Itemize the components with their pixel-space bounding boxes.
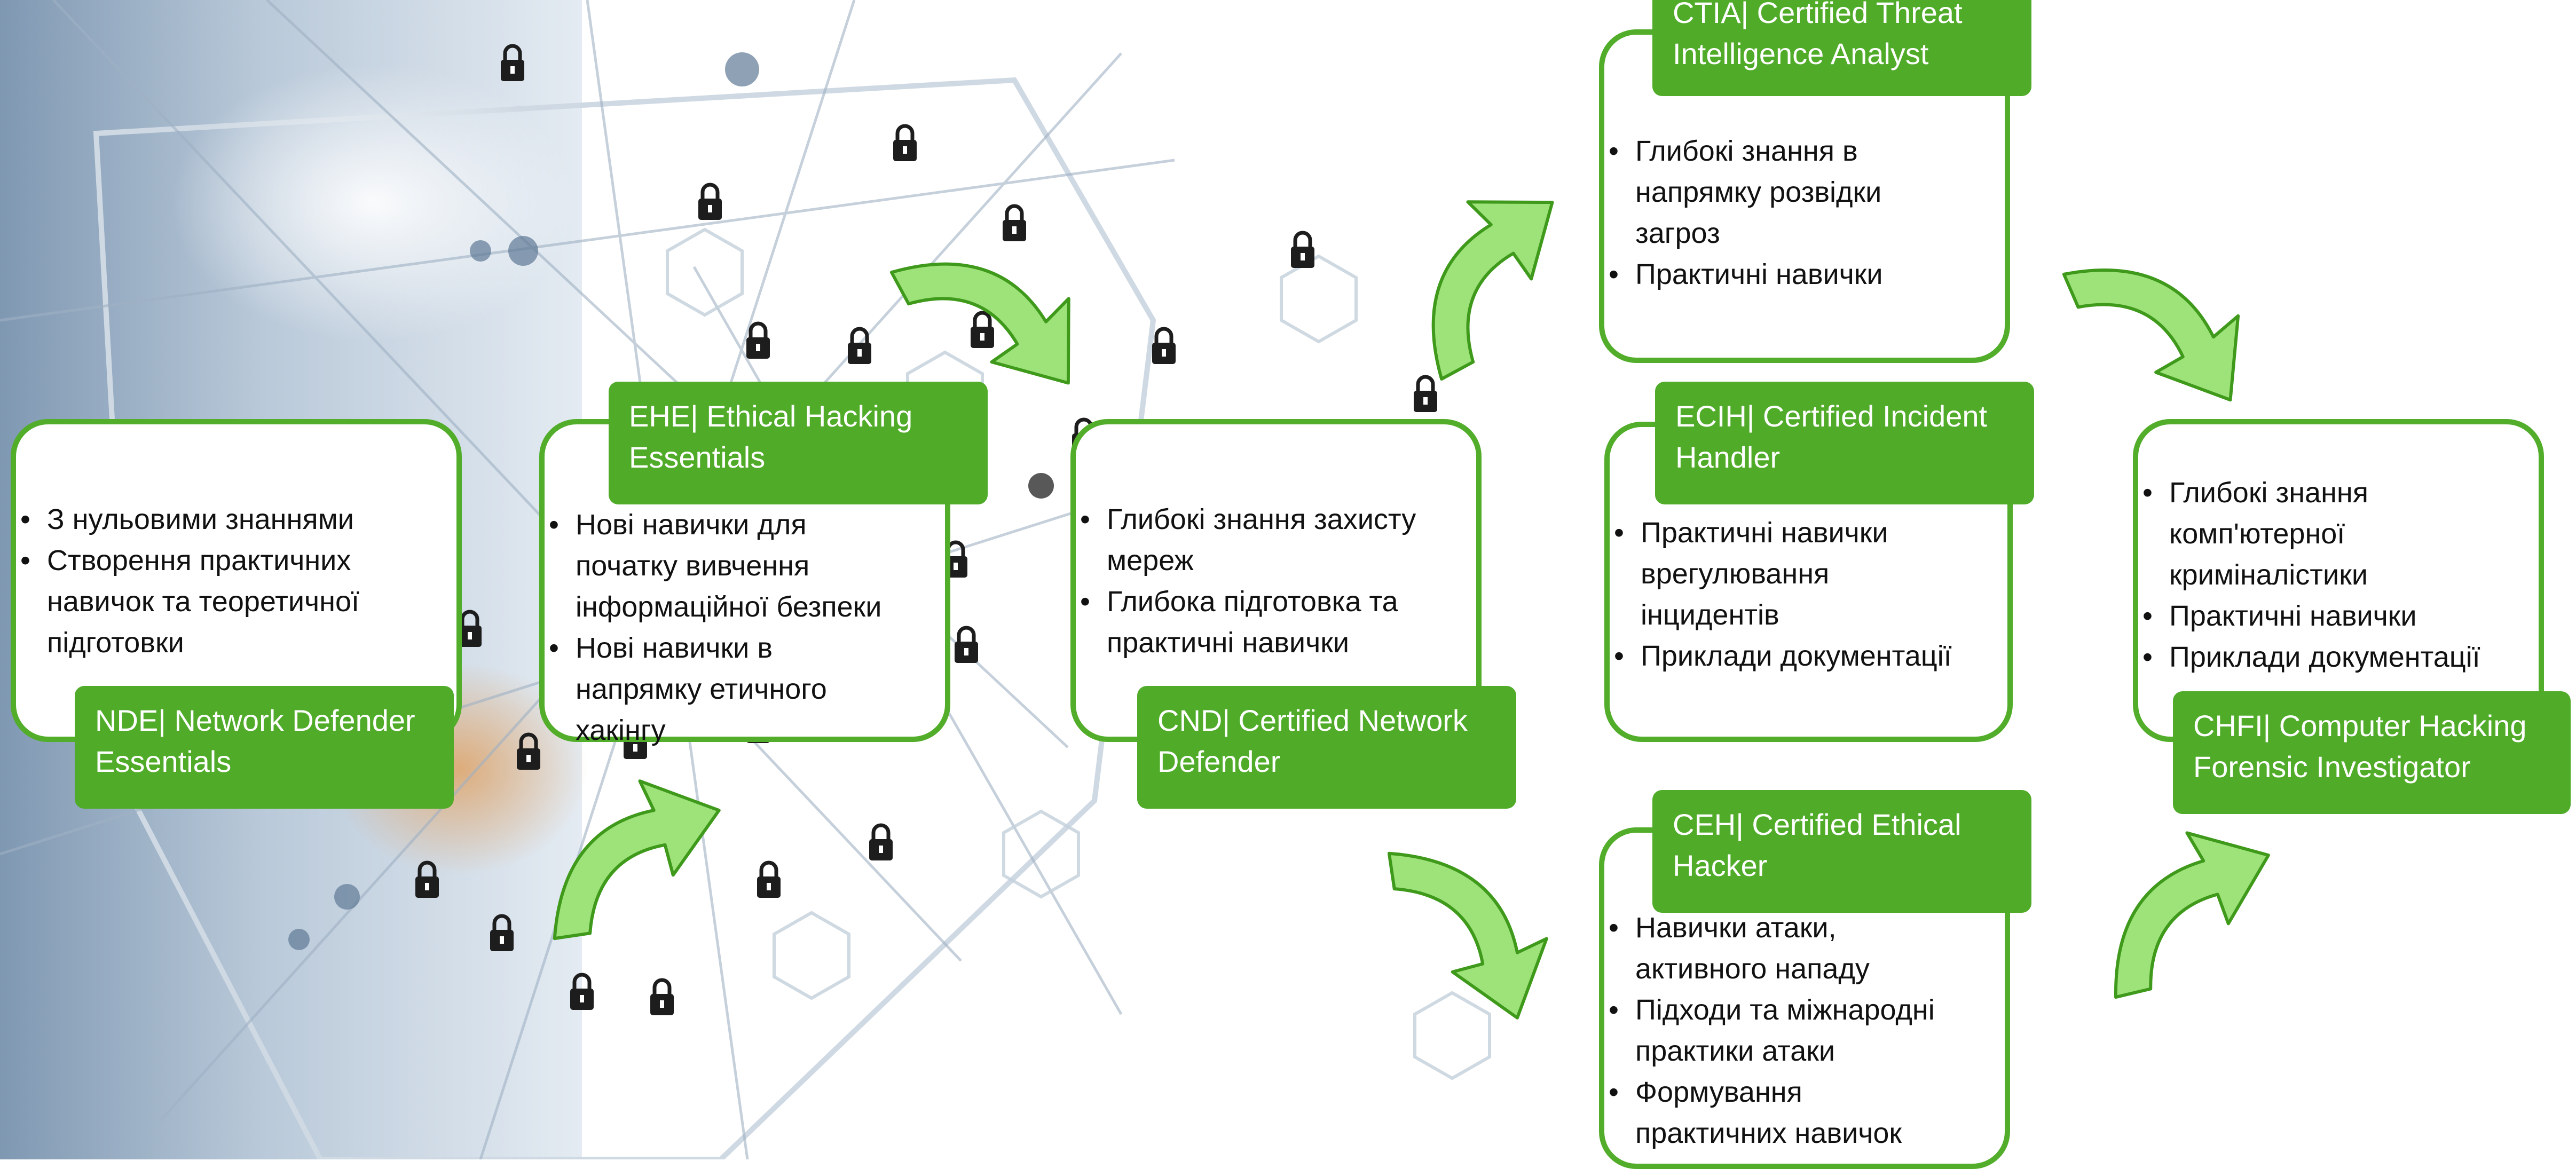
chfi-bullet: Практичні навички [2138, 596, 2544, 637]
lock-icon [757, 860, 781, 898]
ehe-bullet-continued: хакінгу [576, 714, 666, 746]
ecih-title-line: Handler [1675, 440, 1781, 474]
shield-outline [93, 77, 1156, 1159]
ceh-title-label: CEH| Certified Ethical Hacker [1652, 790, 2031, 913]
lock-icon [698, 183, 722, 220]
cnd-bullet-continued: мереж [1107, 544, 1194, 576]
lock-icon [650, 978, 674, 1015]
ceh-bullet-continued: практики атаки [1635, 1035, 1836, 1067]
ehe-title-line: EHE| Ethical Hacking [629, 399, 913, 433]
ecih-title-label: ECIH| Certified Incident Handler [1655, 382, 2034, 504]
ceh-title-line: Hacker [1673, 849, 1768, 882]
ctia-bullet: Практичні навички [1604, 254, 2010, 295]
cnd-title-line: CND| Certified Network [1157, 704, 1468, 737]
ctia-bullet: Глибокі знання в [1604, 131, 2010, 172]
ceh-bullet: Формування [1604, 1072, 2010, 1113]
lock-icon [490, 914, 514, 951]
ceh-bullet-list: Навички атаки, активного нападу Підходи … [1604, 907, 2010, 1154]
ecih-bullet-continued: врегулювання [1641, 558, 1830, 590]
ehe-bullet: Нові навички для [545, 504, 950, 546]
ceh-bullet: Навички атаки, [1604, 907, 2010, 949]
chfi-title-line: CHFI| Computer Hacking [2193, 709, 2527, 743]
lock-icon [415, 860, 439, 898]
ehe-card: Нові навички для початку вивчення інформ… [539, 419, 950, 746]
ecih-bullet-list: Практичні навички врегулювання інциденті… [1610, 512, 2013, 677]
ctia-bullet-continued: напрямку розвідки [1635, 176, 1882, 208]
ehe-bullet-list: Нові навички для початку вивчення інформ… [545, 504, 950, 751]
lock-icon [501, 44, 524, 81]
cnd-bullet-continued: практичні навички [1107, 627, 1350, 659]
cnd-bullet-list: Глибокі знання захисту мереж Глибока під… [1076, 499, 1482, 664]
lock-icon [458, 610, 482, 647]
cnd-title-line: Defender [1157, 745, 1281, 778]
ctia-title-line: CTIA| Certified Threat [1673, 0, 1963, 29]
chfi-bullet: Глибокі знання [2138, 472, 2544, 514]
lock-icon [848, 327, 871, 364]
lock-icon [1414, 375, 1437, 412]
ceh-title-line: CEH| Certified Ethical [1673, 808, 1961, 841]
lock-icon [1291, 231, 1314, 268]
ehe-title-line: Essentials [629, 440, 766, 474]
ceh-bullet: Підходи та міжнародні [1604, 990, 2010, 1031]
chfi-card: Глибокі знання комп'ютерної криміналісти… [2133, 419, 2544, 742]
ceh-bullet-continued: активного нападу [1635, 953, 1870, 985]
lock-icon [746, 321, 770, 359]
chfi-title-label: CHFI| Computer Hacking Forensic Investig… [2173, 691, 2571, 814]
nde-title-line: Essentials [95, 745, 232, 778]
chfi-bullet-continued: комп'ютерної [2169, 518, 2345, 550]
cnd-bullet: Глибокі знання захисту [1076, 499, 1482, 540]
nde-bullet: З нульовими знаннями [16, 499, 459, 540]
lock-icon [869, 823, 893, 860]
nde-title-label: NDE| Network Defender Essentials [75, 686, 454, 809]
ecih-bullet: Практичні навички [1610, 512, 2013, 554]
nde-bullet-continued: підготовки [47, 627, 184, 659]
lock-icon [955, 626, 978, 663]
lock-icon [1003, 204, 1026, 241]
cnd-title-label: CND| Certified Network Defender [1137, 686, 1516, 809]
lock-icon [570, 973, 594, 1010]
nde-bullet: Створення практичних [16, 540, 459, 581]
ceh-bullet-continued: практичних навичок [1635, 1117, 1902, 1149]
cnd-bullet: Глибока підготовка та [1076, 581, 1482, 622]
ctia-bullet-list: Глибокі знання в напрямку розвідки загро… [1604, 131, 2010, 295]
ehe-title-label: EHE| Ethical Hacking Essentials [609, 382, 988, 504]
ehe-bullet-continued: інформаційної безпеки [576, 591, 882, 623]
chfi-bullet-list: Глибокі знання комп'ютерної криміналісти… [2138, 472, 2544, 678]
ehe-bullet: Нові навички в [545, 628, 950, 669]
chfi-bullet-continued: криміналістики [2169, 559, 2368, 591]
chfi-bullet: Приклади документації [2138, 637, 2544, 678]
lock-icon [517, 732, 540, 770]
nde-title-line: NDE| Network Defender [95, 704, 415, 737]
ctia-title-line: Intelligence Analyst [1673, 37, 1929, 70]
ctia-bullet-continued: загроз [1635, 217, 1720, 249]
ctia-title-label: CTIA| Certified Threat Intelligence Anal… [1652, 0, 2031, 96]
lock-icon [1152, 327, 1176, 364]
nde-bullet-list: З нульовими знаннями Створення практични… [16, 499, 459, 664]
background-glow [171, 64, 577, 342]
ehe-bullet-continued: напрямку етичного [576, 673, 827, 705]
chfi-title-line: Forensic Investigator [2193, 750, 2471, 784]
nde-bullet-continued: навичок та теоретичної [47, 586, 360, 618]
ecih-bullet: Приклади документації [1610, 636, 2013, 677]
background-dots [288, 52, 1054, 950]
lock-icon [893, 124, 917, 161]
ecih-title-line: ECIH| Certified Incident [1675, 399, 1988, 433]
ecih-bullet-continued: інцидентів [1641, 599, 1779, 631]
ehe-bullet-continued: початку вивчення [576, 550, 810, 582]
